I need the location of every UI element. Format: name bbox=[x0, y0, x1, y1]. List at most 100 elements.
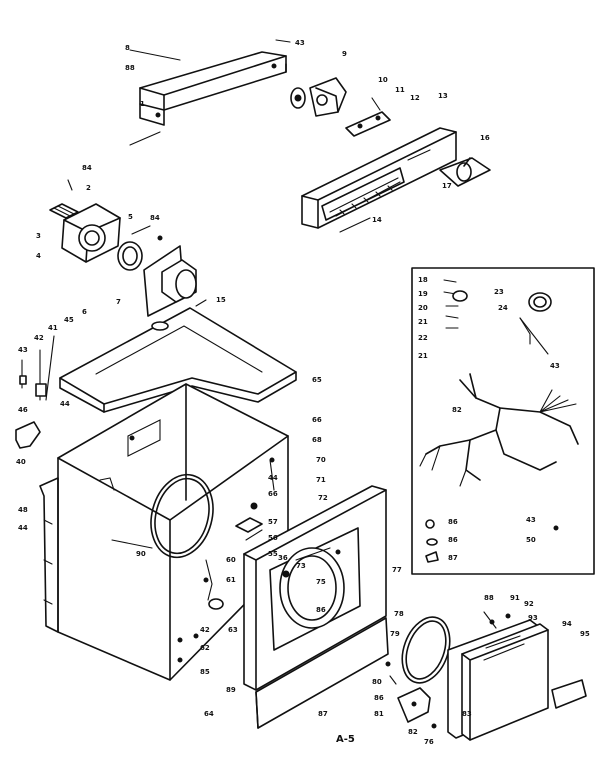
callout-63: 63 bbox=[228, 626, 238, 634]
callout-90: 90 bbox=[136, 550, 146, 558]
callout-84a: 84 bbox=[82, 164, 92, 172]
callout-23: 23 bbox=[494, 288, 504, 296]
callout-87b: 87 bbox=[448, 554, 458, 562]
exhaust-duct-part bbox=[117, 225, 197, 317]
callout-45: 45 bbox=[64, 316, 74, 324]
callout-44a: 44 bbox=[60, 400, 70, 408]
callout-6: 6 bbox=[82, 308, 87, 316]
callout-42b: 42 bbox=[200, 626, 210, 634]
callout-86c: 86 bbox=[448, 518, 458, 526]
callout-89: 89 bbox=[226, 686, 236, 694]
left-clip-parts bbox=[15, 335, 55, 449]
callout-87: 87 bbox=[318, 710, 328, 718]
callout-86b: 86 bbox=[374, 694, 384, 702]
callout-44c: 44 bbox=[268, 474, 278, 482]
callout-80: 80 bbox=[372, 678, 382, 686]
control-panel-part bbox=[301, 127, 457, 233]
callout-68: 68 bbox=[312, 436, 322, 444]
callout-10: 10 bbox=[378, 76, 388, 84]
callout-71: 71 bbox=[316, 476, 326, 484]
switch-bracket-part bbox=[345, 97, 391, 137]
blower-housing-part bbox=[49, 179, 121, 263]
door-hinge-parts bbox=[385, 661, 437, 729]
door-assembly-part bbox=[447, 611, 587, 741]
callout-20: 20 bbox=[418, 304, 428, 312]
callout-73: 73 bbox=[296, 562, 306, 570]
callout-43c: 43 bbox=[550, 362, 560, 370]
callout-24: 24 bbox=[498, 304, 508, 312]
callout-5: 5 bbox=[128, 213, 133, 221]
callout-3: 3 bbox=[36, 232, 41, 240]
callout-2: 2 bbox=[86, 184, 91, 192]
callout-43a: 43 bbox=[295, 39, 305, 47]
callout-43d: 43 bbox=[526, 516, 536, 524]
callout-75: 75 bbox=[316, 578, 326, 586]
callout-70: 70 bbox=[316, 456, 326, 464]
callout-61: 61 bbox=[226, 576, 236, 584]
callout-18: 18 bbox=[418, 276, 428, 284]
callout-81: 81 bbox=[374, 710, 384, 718]
callout-36: 36 bbox=[278, 554, 288, 562]
callout-91: 91 bbox=[510, 594, 520, 602]
callout-7: 7 bbox=[116, 298, 121, 306]
callout-82: 82 bbox=[408, 728, 418, 736]
diagram-caption: A-5 bbox=[336, 734, 355, 745]
front-panel-part bbox=[243, 485, 387, 691]
callout-1: 1 bbox=[140, 100, 145, 108]
control-knob-part bbox=[439, 157, 491, 187]
callout-56: 56 bbox=[268, 534, 278, 542]
callout-15: 15 bbox=[216, 296, 226, 304]
callout-19: 19 bbox=[418, 290, 428, 298]
callout-66b: 66 bbox=[268, 490, 278, 498]
callout-72: 72 bbox=[318, 494, 328, 502]
door-switch-parts bbox=[193, 457, 275, 639]
callout-60: 60 bbox=[226, 556, 236, 564]
top-panel-part bbox=[59, 299, 297, 413]
callout-55: 55 bbox=[268, 550, 278, 558]
callout-43b: 43 bbox=[18, 346, 28, 354]
callout-86d: 86 bbox=[448, 536, 458, 544]
callout-11: 11 bbox=[395, 86, 405, 94]
callout-84b: 84 bbox=[150, 214, 160, 222]
callout-52: 82 bbox=[452, 406, 462, 414]
callout-21a: 21 bbox=[418, 318, 428, 326]
callout-94: 94 bbox=[562, 620, 572, 628]
top-bracket-part bbox=[129, 39, 291, 146]
drum-seal-ring-part bbox=[111, 473, 214, 559]
cabinet-body-part bbox=[39, 383, 289, 681]
callout-46: 46 bbox=[18, 406, 28, 414]
toe-panel-part bbox=[255, 617, 389, 729]
callout-12: 12 bbox=[410, 94, 420, 102]
callout-57: 57 bbox=[268, 518, 278, 526]
wiring-harness-inset bbox=[411, 267, 595, 575]
door-gasket-part bbox=[401, 616, 451, 684]
callout-50: 50 bbox=[526, 536, 536, 544]
timer-motor-part bbox=[290, 77, 347, 117]
callout-48: 48 bbox=[18, 506, 28, 514]
callout-86a: 86 bbox=[316, 606, 326, 614]
callout-79: 79 bbox=[390, 630, 400, 638]
callout-9: 9 bbox=[342, 50, 347, 58]
callout-66a: 66 bbox=[312, 416, 322, 424]
callout-78: 78 bbox=[394, 610, 404, 618]
callout-13: 13 bbox=[438, 92, 448, 100]
callout-92: 92 bbox=[524, 600, 534, 608]
callout-93: 93 bbox=[528, 614, 538, 622]
callout-16: 16 bbox=[480, 134, 490, 142]
callout-88: 88 bbox=[125, 64, 135, 72]
callout-65: 65 bbox=[312, 376, 322, 384]
callout-17: 17 bbox=[442, 182, 452, 190]
callout-41: 41 bbox=[48, 324, 58, 332]
callout-76: 76 bbox=[424, 738, 434, 746]
callout-8a: 8 bbox=[125, 44, 130, 52]
callout-40: 40 bbox=[16, 458, 26, 466]
callout-64: 64 bbox=[204, 710, 214, 718]
callout-83: 83 bbox=[462, 710, 472, 718]
callout-95: 95 bbox=[580, 630, 590, 638]
callout-4: 4 bbox=[36, 252, 41, 260]
callout-85: 85 bbox=[200, 668, 210, 676]
callout-88b: 88 bbox=[484, 594, 494, 602]
callout-77: 77 bbox=[392, 566, 402, 574]
